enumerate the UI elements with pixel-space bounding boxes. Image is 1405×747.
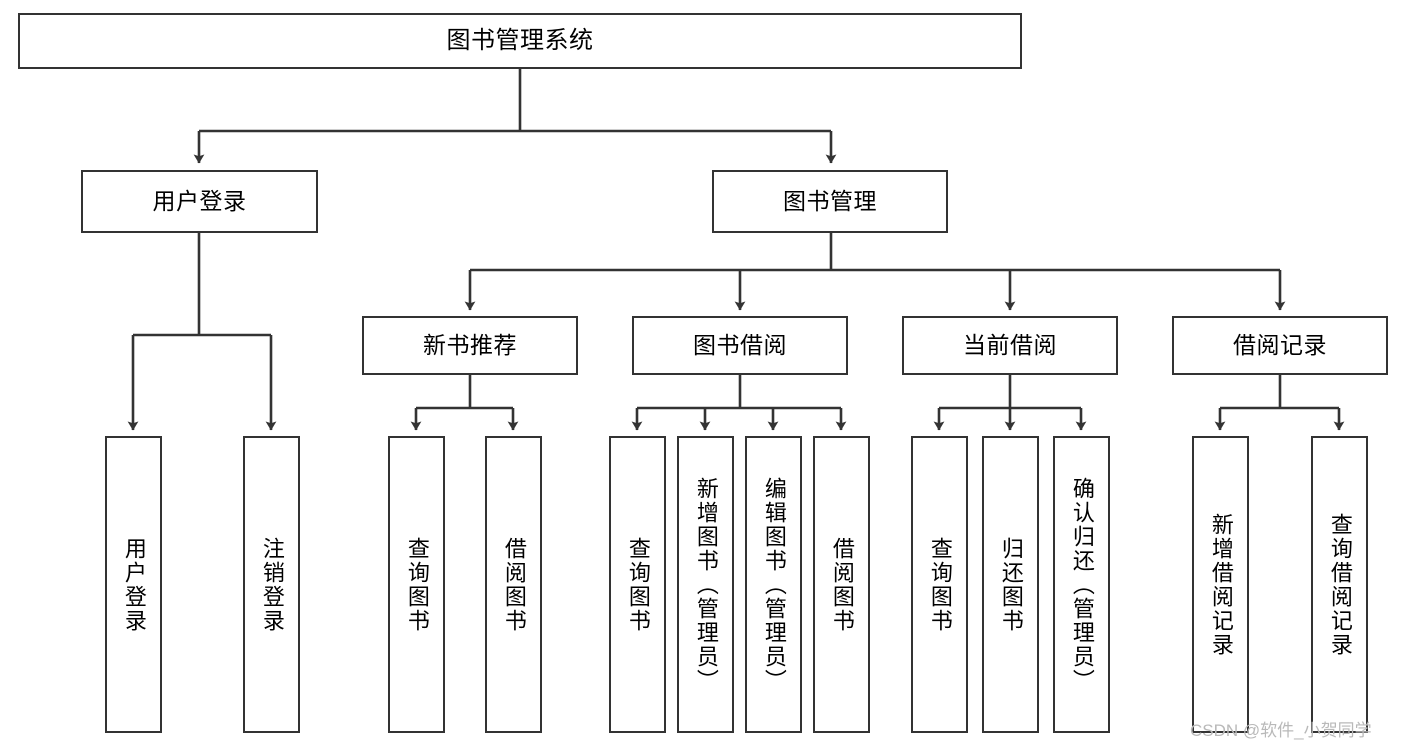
node-leaf-user-login-label: 用户登录 bbox=[121, 536, 147, 633]
node-leaf-query-record[interactable]: 查询借阅记录 bbox=[1311, 436, 1368, 733]
node-new-book-rec-label: 新书推荐 bbox=[423, 332, 517, 359]
node-leaf-query-book-1-label: 查询图书 bbox=[404, 536, 430, 633]
node-leaf-user-login[interactable]: 用户登录 bbox=[105, 436, 162, 733]
node-leaf-edit-book-label: 编辑图书（管理员） bbox=[761, 476, 787, 693]
node-leaf-edit-book[interactable]: 编辑图书（管理员） bbox=[745, 436, 802, 733]
node-leaf-confirm-return[interactable]: 确认归还（管理员） bbox=[1053, 436, 1110, 733]
node-leaf-borrow-book-2-label: 借阅图书 bbox=[829, 536, 855, 633]
node-borrow-record[interactable]: 借阅记录 bbox=[1172, 316, 1388, 375]
node-book-borrow-label: 图书借阅 bbox=[693, 332, 787, 359]
node-root-label: 图书管理系统 bbox=[446, 27, 594, 55]
node-current-borrow-label: 当前借阅 bbox=[963, 332, 1057, 359]
node-book-borrow[interactable]: 图书借阅 bbox=[632, 316, 848, 375]
node-user-login[interactable]: 用户登录 bbox=[81, 170, 318, 233]
node-current-borrow[interactable]: 当前借阅 bbox=[902, 316, 1118, 375]
node-leaf-query-book-3-label: 查询图书 bbox=[927, 536, 953, 633]
node-leaf-query-book-3[interactable]: 查询图书 bbox=[911, 436, 968, 733]
node-user-login-label: 用户登录 bbox=[152, 188, 247, 215]
node-leaf-borrow-book-1-label: 借阅图书 bbox=[501, 536, 527, 633]
node-leaf-confirm-return-label: 确认归还（管理员） bbox=[1069, 476, 1095, 693]
node-leaf-add-book-label: 新增图书（管理员） bbox=[693, 476, 719, 693]
node-book-manage[interactable]: 图书管理 bbox=[712, 170, 948, 233]
node-borrow-record-label: 借阅记录 bbox=[1233, 332, 1327, 359]
node-leaf-add-book[interactable]: 新增图书（管理员） bbox=[677, 436, 734, 733]
node-leaf-add-record[interactable]: 新增借阅记录 bbox=[1192, 436, 1249, 733]
node-leaf-query-book-1[interactable]: 查询图书 bbox=[388, 436, 445, 733]
node-root[interactable]: 图书管理系统 bbox=[18, 13, 1022, 69]
node-leaf-return-book[interactable]: 归还图书 bbox=[982, 436, 1039, 733]
node-leaf-add-record-label: 新增借阅记录 bbox=[1208, 512, 1234, 657]
node-new-book-rec[interactable]: 新书推荐 bbox=[362, 316, 578, 375]
node-leaf-query-book-2[interactable]: 查询图书 bbox=[609, 436, 666, 733]
node-leaf-borrow-book-1[interactable]: 借阅图书 bbox=[485, 436, 542, 733]
node-leaf-logout[interactable]: 注销登录 bbox=[243, 436, 300, 733]
node-leaf-query-book-2-label: 查询图书 bbox=[625, 536, 651, 633]
node-leaf-return-book-label: 归还图书 bbox=[998, 536, 1024, 633]
csdn-watermark: CSDN @软件_小贺同学 bbox=[1190, 721, 1372, 740]
node-book-manage-label: 图书管理 bbox=[783, 188, 877, 215]
node-leaf-borrow-book-2[interactable]: 借阅图书 bbox=[813, 436, 870, 733]
node-leaf-logout-label: 注销登录 bbox=[259, 536, 285, 633]
node-leaf-query-record-label: 查询借阅记录 bbox=[1327, 512, 1353, 657]
